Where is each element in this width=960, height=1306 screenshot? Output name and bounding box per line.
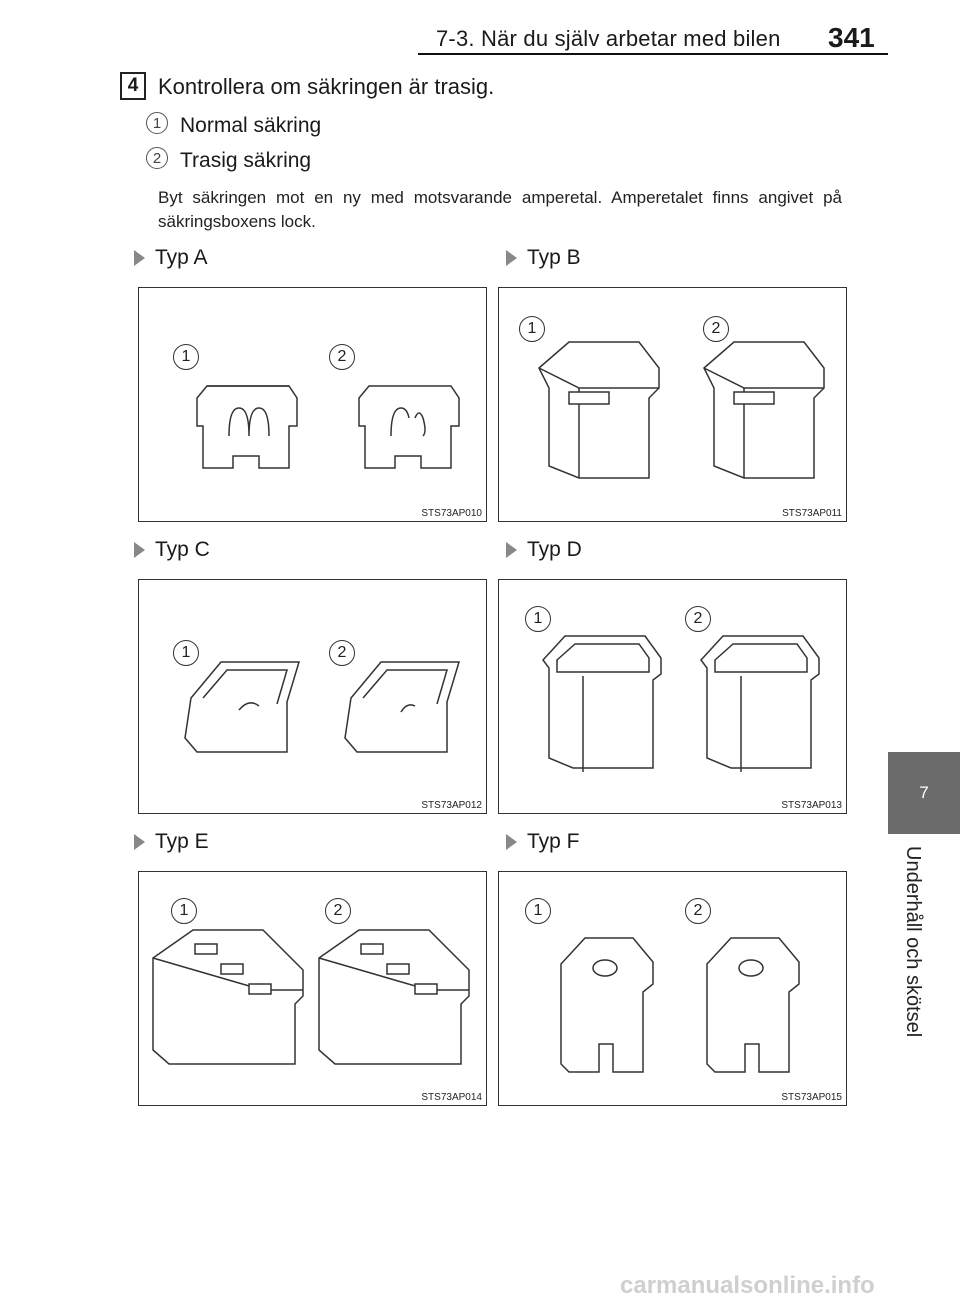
type-label-c: Typ C bbox=[134, 538, 210, 562]
callout-1: 1 bbox=[525, 898, 551, 924]
type-label-a: Typ A bbox=[134, 246, 208, 270]
callout-2: 2 bbox=[703, 316, 729, 342]
figure-typ-c: 1 2 STS73AP012 bbox=[138, 579, 487, 814]
item-label-broken: Trasig säkring bbox=[180, 149, 312, 172]
fuse-illustration-icon bbox=[196, 385, 460, 469]
callout-2: 2 bbox=[685, 606, 711, 632]
callout-1: 1 bbox=[525, 606, 551, 632]
callout-1: 1 bbox=[173, 344, 199, 370]
fuse-illustration-icon bbox=[184, 661, 461, 753]
fuse-illustration-icon bbox=[152, 929, 470, 1065]
figure-typ-e: 1 2 STS73AP014 bbox=[138, 871, 487, 1106]
chapter-number: 7 bbox=[919, 783, 929, 802]
type-label-b: Typ B bbox=[506, 246, 581, 270]
callout-2: 2 bbox=[329, 640, 355, 666]
triangle-bullet-icon bbox=[134, 250, 145, 266]
callout-1: 1 bbox=[519, 316, 545, 342]
figure-code: STS73AP013 bbox=[781, 800, 842, 811]
page-number: 341 bbox=[828, 22, 875, 53]
callout-2: 2 bbox=[329, 344, 355, 370]
triangle-bullet-icon bbox=[506, 250, 517, 266]
figure-typ-b: 1 2 STS73AP011 bbox=[498, 287, 847, 522]
fuse-illustration-icon bbox=[560, 937, 800, 1073]
step-text: Kontrollera om säkringen är trasig. bbox=[158, 74, 495, 99]
type-label-d: Typ D bbox=[506, 538, 582, 562]
chapter-title: Underhåll och skötsel bbox=[902, 846, 924, 1038]
item-number-2: 2 bbox=[146, 147, 168, 169]
callout-1: 1 bbox=[173, 640, 199, 666]
description-text: Byt säkringen mot en ny med motsvarande … bbox=[158, 188, 842, 231]
figure-code: STS73AP010 bbox=[421, 508, 482, 519]
figure-code: STS73AP015 bbox=[781, 1092, 842, 1103]
header-rule bbox=[418, 53, 888, 55]
callout-2: 2 bbox=[685, 898, 711, 924]
triangle-bullet-icon bbox=[506, 834, 517, 850]
fuse-illustration-icon bbox=[538, 341, 825, 479]
figure-typ-a: 1 2 STS73AP010 bbox=[138, 287, 487, 522]
step-number-badge: 4 bbox=[120, 72, 146, 100]
chapter-tab: 7 bbox=[888, 752, 960, 834]
figure-code: STS73AP012 bbox=[421, 800, 482, 811]
callout-2: 2 bbox=[325, 898, 351, 924]
figure-code: STS73AP014 bbox=[421, 1092, 482, 1103]
type-label-f: Typ F bbox=[506, 830, 580, 854]
type-label-e: Typ E bbox=[134, 830, 209, 854]
figure-typ-d: 1 2 STS73AP013 bbox=[498, 579, 847, 814]
triangle-bullet-icon bbox=[134, 834, 145, 850]
fuse-illustration-icon bbox=[542, 635, 820, 772]
section-title: 7-3. När du själv arbetar med bilen bbox=[436, 26, 781, 51]
triangle-bullet-icon bbox=[506, 542, 517, 558]
item-number-1: 1 bbox=[146, 112, 168, 134]
item-label-normal: Normal säkring bbox=[180, 114, 322, 137]
callout-1: 1 bbox=[171, 898, 197, 924]
triangle-bullet-icon bbox=[134, 542, 145, 558]
watermark: carmanualsonline.info bbox=[620, 1272, 875, 1299]
figure-typ-f: 1 2 STS73AP015 bbox=[498, 871, 847, 1106]
figure-code: STS73AP011 bbox=[782, 508, 842, 519]
